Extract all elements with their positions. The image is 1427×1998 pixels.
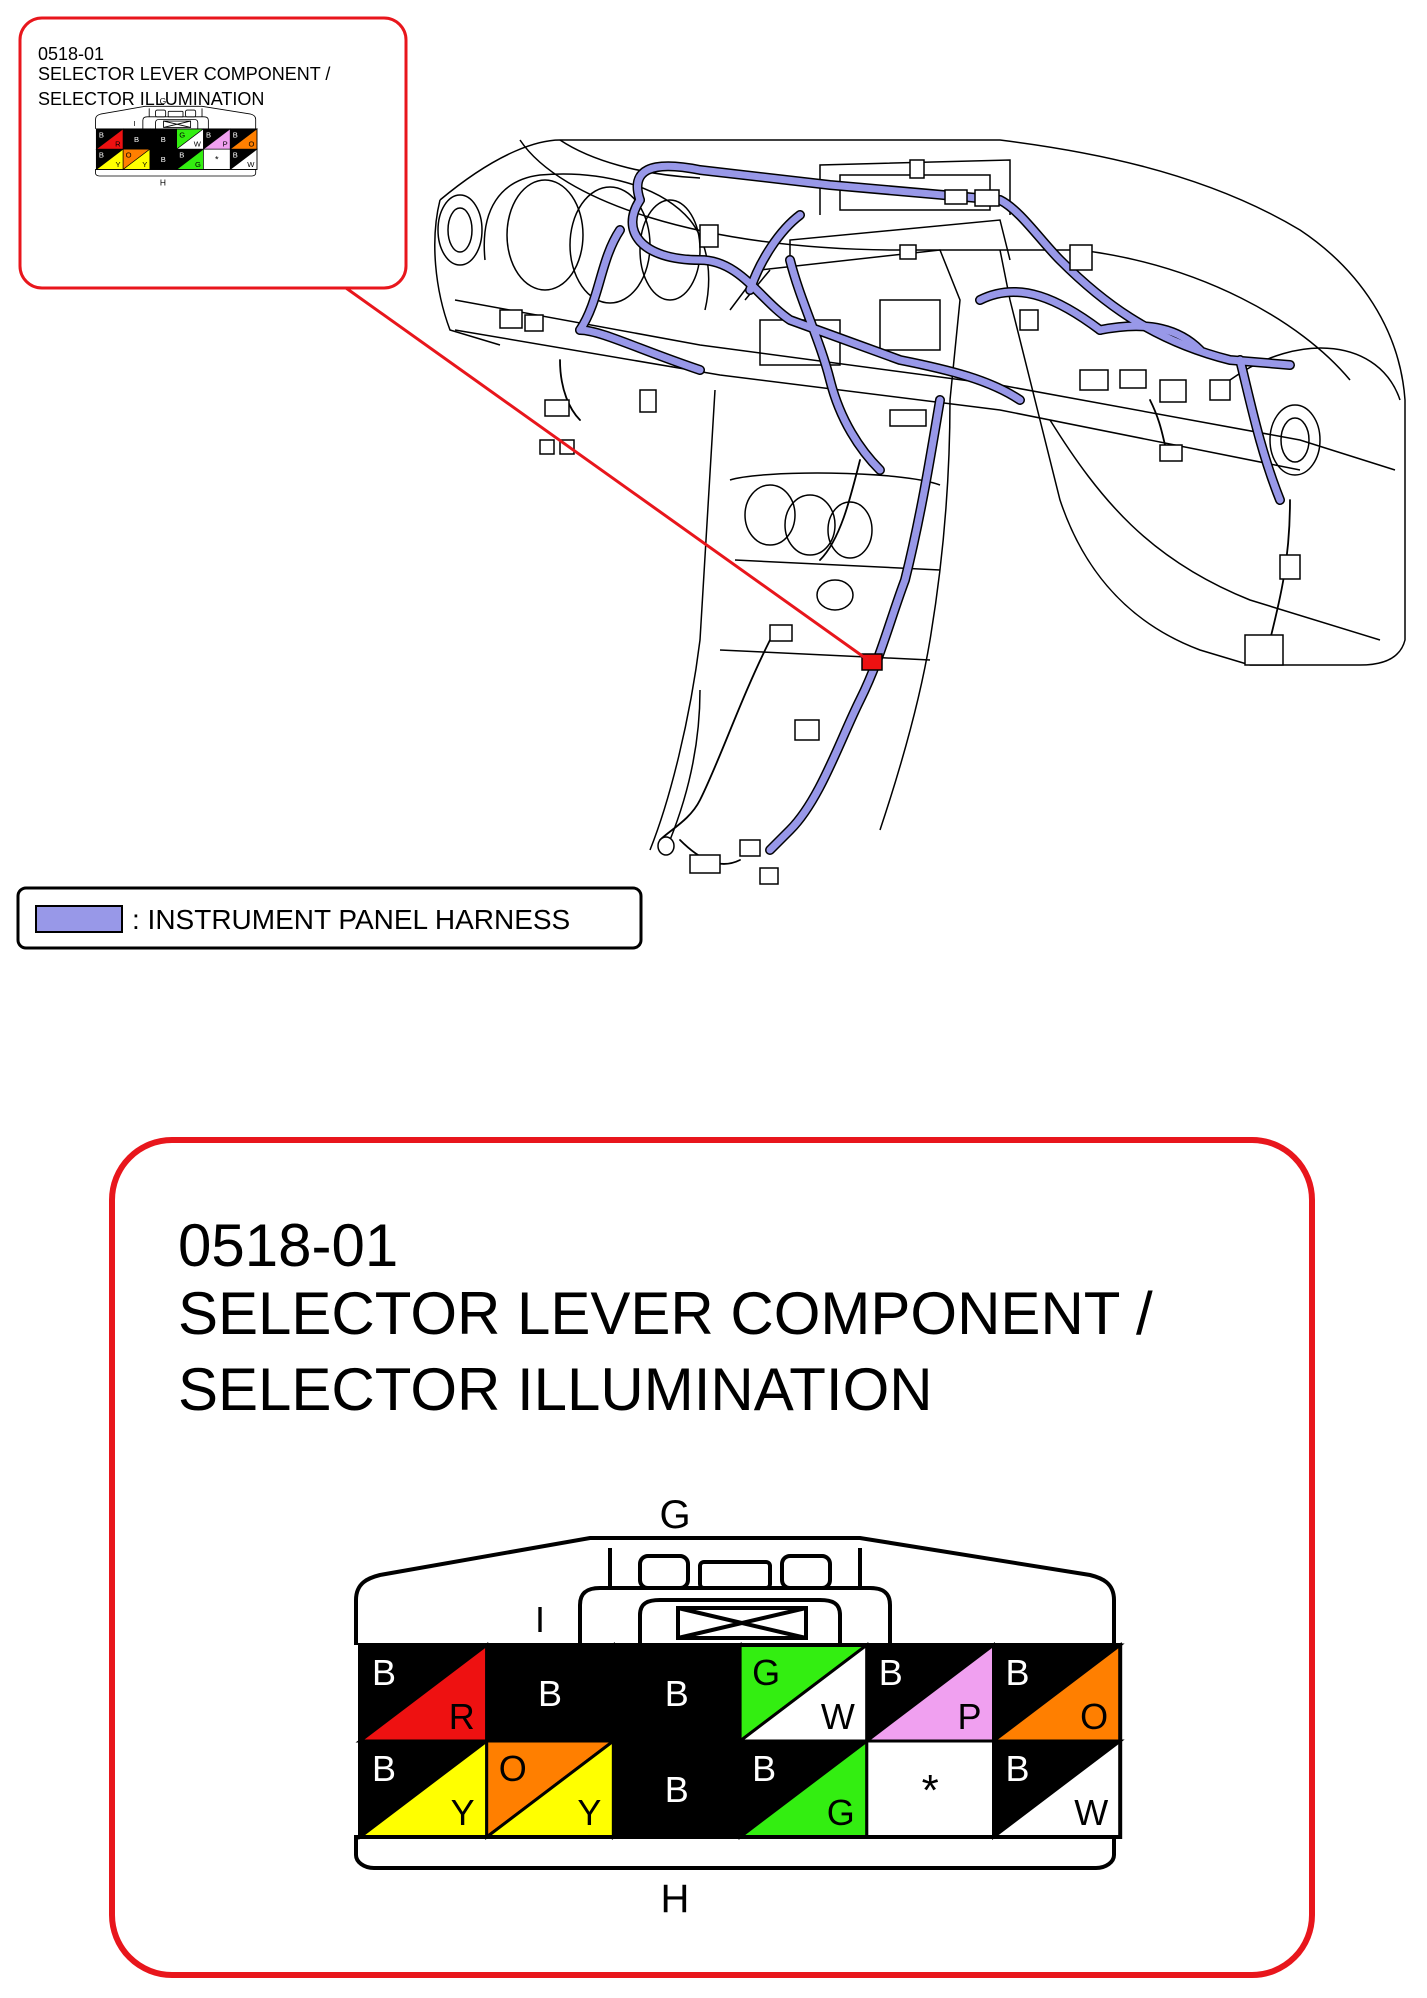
small-terminal-r2-c4: BG — [175, 148, 205, 171]
large-terminal-label: B — [665, 1769, 689, 1810]
leader-line — [345, 286, 869, 662]
large-terminal-label: R — [449, 1696, 475, 1737]
large-terminal-label: Y — [451, 1792, 475, 1833]
small-terminal-label: W — [247, 160, 255, 169]
small-label-left: I — [133, 119, 135, 128]
small-terminal-r2-c2: OY — [122, 148, 151, 171]
large-terminal-label: B — [752, 1748, 776, 1789]
large-terminal-label: W — [1074, 1792, 1108, 1833]
large-terminal-label: G — [752, 1652, 780, 1693]
small-housing-bottom — [95, 169, 257, 177]
small-label-top: G — [160, 96, 167, 106]
small-callout-title-line2: SELECTOR ILLUMINATION — [38, 89, 264, 109]
large-terminal-label: B — [1006, 1748, 1030, 1789]
large-terminal-label: * — [922, 1766, 939, 1815]
small-terminal-r1-c4: GW — [175, 128, 205, 150]
small-terminal-label: B — [206, 130, 211, 139]
large-latch-slot-right — [780, 1554, 832, 1590]
small-lock-cross — [163, 120, 191, 128]
large-terminal-label: G — [827, 1792, 855, 1833]
instrument-panel-harness — [559, 161, 1295, 865]
large-label-bottom: H — [661, 1877, 690, 1921]
small-terminal-label: B — [233, 130, 238, 139]
small-callout: 0518-01 SELECTOR LEVER COMPONENT / SELEC… — [18, 16, 408, 290]
large-label-left: I — [535, 1599, 545, 1640]
large-terminal-r1-c3: B — [608, 1641, 745, 1745]
small-terminal-label: B — [161, 135, 166, 144]
large-terminal-label: P — [957, 1696, 981, 1737]
large-terminal-r2-c5: * — [865, 1739, 995, 1839]
large-terminal-label: B — [372, 1748, 396, 1789]
small-terminal-label: B — [179, 151, 184, 160]
small-terminal-label: B — [134, 135, 139, 144]
small-terminal-r2-c6: BW — [229, 148, 258, 171]
small-terminal-r1-c5: BP — [202, 128, 232, 150]
small-terminal-r1-c1: BR — [95, 128, 125, 150]
large-terminal-r2-c2: OY — [482, 1737, 618, 1841]
small-terminal-r2-c1: BY — [95, 148, 125, 171]
small-terminal-r1-c2: B — [122, 128, 151, 150]
small-terminal-label: Y — [116, 160, 121, 169]
large-terminal-r2-c6: BW — [989, 1737, 1125, 1841]
large-housing-bottom — [354, 1835, 1116, 1870]
small-terminal-label: B — [99, 130, 104, 139]
small-terminal-label: B — [161, 155, 166, 164]
small-terminal-label: G — [195, 160, 201, 169]
legend-swatch — [35, 905, 123, 933]
small-terminal-label: B — [233, 151, 238, 160]
large-terminal-r1-c1: BR — [355, 1641, 492, 1745]
large-label-top: G — [659, 1493, 690, 1537]
large-callout: 0518-01 SELECTOR LEVER COMPONENT / SELEC… — [109, 1137, 1315, 1978]
small-terminal-label: W — [194, 140, 202, 149]
large-terminal-label: O — [499, 1748, 527, 1789]
small-terminal-label: R — [115, 140, 121, 149]
large-latch-rail — [608, 1548, 862, 1588]
large-lock-cross — [677, 1606, 807, 1640]
large-terminal-r1-c5: BP — [862, 1641, 998, 1745]
small-callout-code: 0518-01 — [38, 44, 104, 64]
small-latch-slot-left — [155, 109, 167, 118]
small-terminal-label: Y — [142, 160, 147, 169]
harness-connectors — [499, 159, 1301, 885]
large-terminal-label: W — [821, 1696, 855, 1737]
large-terminal-r1-c6: BO — [989, 1641, 1125, 1745]
legend-label: : INSTRUMENT PANEL HARNESS — [132, 904, 570, 935]
small-terminal-label: B — [99, 151, 104, 160]
small-terminal-label: G — [179, 130, 185, 139]
small-latch-slot-right — [185, 109, 197, 118]
large-terminal-r2-c4: BG — [735, 1737, 872, 1841]
large-terminal-label: Y — [577, 1792, 601, 1833]
large-terminal-label: B — [879, 1652, 903, 1693]
large-terminal-r2-c1: BY — [355, 1737, 492, 1841]
small-terminal-label: * — [215, 155, 219, 165]
small-terminal-label: O — [249, 140, 255, 149]
large-latch-slot-center — [698, 1560, 772, 1590]
large-terminal-r1-c2: B — [482, 1641, 618, 1745]
small-terminal-label: P — [223, 140, 228, 149]
large-terminal-r2-c3: B — [608, 1737, 745, 1841]
small-terminal-r1-c3: B — [148, 128, 178, 150]
small-latch-rail — [148, 108, 203, 117]
small-terminal-label: O — [126, 151, 132, 160]
large-terminal-label: B — [665, 1673, 689, 1714]
large-callout-title-line1: SELECTOR LEVER COMPONENT / — [178, 1280, 1153, 1347]
large-callout-title-line2: SELECTOR ILLUMINATION — [178, 1356, 933, 1423]
large-callout-code: 0518-01 — [178, 1212, 398, 1279]
small-terminal-r2-c5: * — [203, 148, 231, 170]
small-terminal-r2-c3: B — [148, 148, 178, 171]
large-terminal-label: O — [1080, 1696, 1108, 1737]
large-terminal-label: B — [538, 1673, 562, 1714]
small-terminal-r1-c6: BO — [229, 128, 258, 150]
large-latch-slot-left — [638, 1554, 690, 1590]
small-callout-title-line1: SELECTOR LEVER COMPONENT / — [38, 64, 330, 84]
large-terminal-r1-c4: GW — [735, 1641, 872, 1745]
large-terminal-label: B — [372, 1652, 396, 1693]
small-latch-slot-center — [167, 110, 184, 118]
legend: : INSTRUMENT PANEL HARNESS — [16, 886, 643, 950]
small-label-bottom: H — [160, 177, 166, 187]
large-terminal-label: B — [1006, 1652, 1030, 1693]
